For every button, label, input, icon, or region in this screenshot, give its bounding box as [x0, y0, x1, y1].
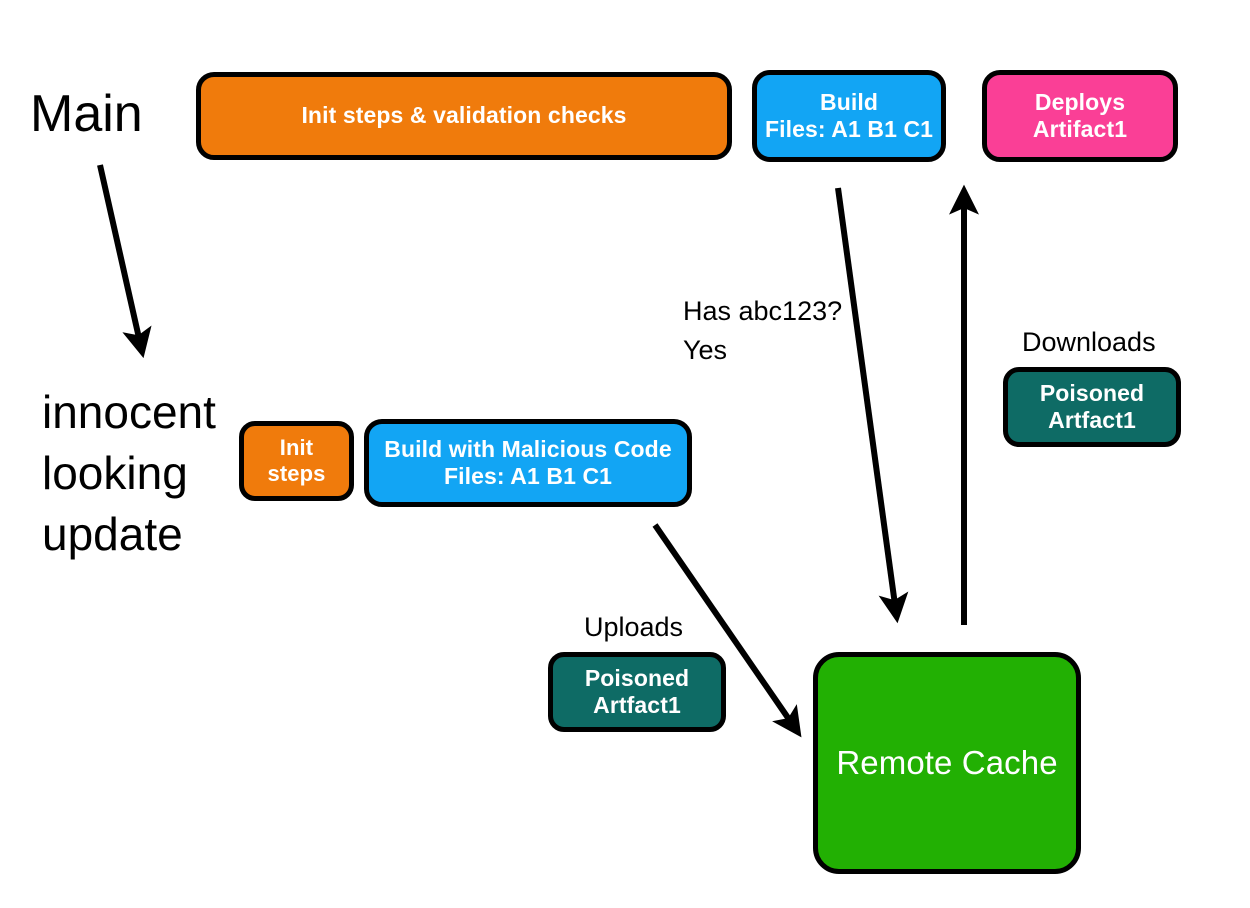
node-label: Build with Malicious Code Files: A1 B1 C…: [384, 435, 672, 489]
edge-label-downloads: Downloads: [1022, 327, 1156, 357]
node-poisoned-artifact-uploaded[interactable]: Poisoned Artfact1: [548, 652, 726, 732]
node-label: Poisoned Artfact1: [1039, 379, 1145, 433]
edge-label-uploads: Uploads: [584, 612, 684, 642]
node-init-steps-and-validation-checks[interactable]: Init steps & validation checks: [196, 72, 732, 160]
node-label: Remote Cache: [836, 743, 1058, 781]
branch-label-main: Main: [30, 85, 143, 143]
node-label: Build Files: A1 B1 C1: [764, 88, 934, 142]
branch-label-feature: innocent looking update: [42, 386, 216, 561]
arrow-main-to-feature: [97, 164, 152, 359]
node-label: Deploys Artifact1: [1032, 88, 1128, 142]
node-remote-cache[interactable]: Remote Cache: [813, 652, 1081, 874]
node-poisoned-artifact-downloaded[interactable]: Poisoned Artfact1: [1003, 367, 1181, 447]
node-build-with-malicious-code[interactable]: Build with Malicious Code Files: A1 B1 C…: [364, 419, 692, 507]
node-build-main[interactable]: Build Files: A1 B1 C1: [752, 70, 946, 162]
node-label: Init steps & validation checks: [301, 102, 627, 129]
arrow-build-to-cache: [835, 187, 909, 624]
node-label: Poisoned Artfact1: [584, 664, 690, 718]
node-label: Init steps: [267, 435, 326, 486]
node-deploys-artifact1[interactable]: Deploys Artifact1: [982, 70, 1178, 162]
edge-label-has-abc123: Has abc123? Yes: [683, 296, 843, 366]
node-init-steps[interactable]: Init steps: [239, 421, 354, 501]
